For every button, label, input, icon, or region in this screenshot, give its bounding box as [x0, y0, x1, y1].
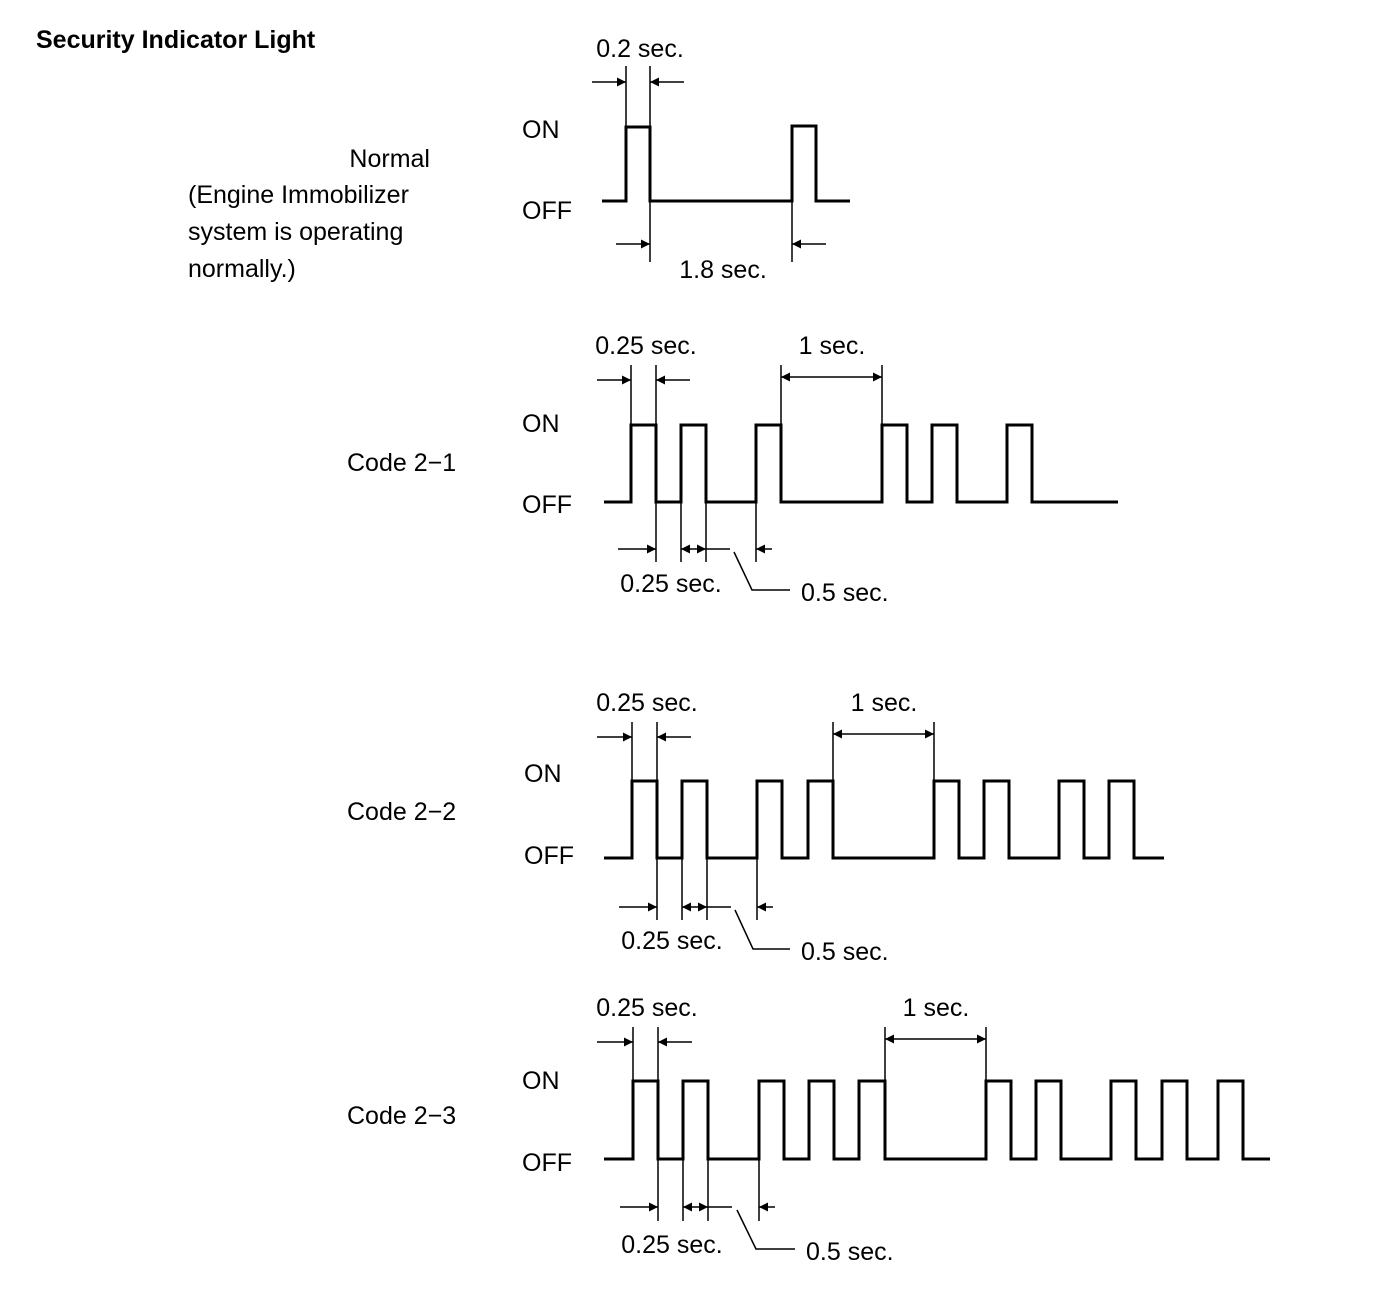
section-code-2-1: Code 2−1 ON OFF 0.25 sec. 1 sec. 0.25 se… [347, 332, 1118, 607]
code-2-3-waveform [604, 1079, 1270, 1161]
code-2-3-label: Code 2−3 [347, 1102, 456, 1130]
off-label: OFF [522, 491, 572, 519]
code-2-2-label: Code 2−2 [347, 798, 456, 826]
dim-label-0-2: 0.2 sec. [596, 35, 684, 63]
dim-label-gap: 1 sec. [851, 689, 918, 717]
normal-waveform [602, 124, 850, 203]
on-label: ON [522, 1067, 560, 1095]
diagram-title: Security Indicator Light [36, 26, 316, 54]
normal-desc-line-2: system is operating [188, 218, 403, 246]
off-label: OFF [522, 1149, 572, 1177]
normal-desc-line-3: normally.) [188, 255, 296, 283]
leader-line [733, 551, 790, 591]
dim-label-on: 0.25 sec. [596, 689, 697, 717]
normal-label: Normal [349, 145, 430, 173]
normal-desc-line-1: (Engine Immobilizer [188, 181, 409, 209]
dim-label-on: 0.25 sec. [595, 332, 696, 360]
code-2-1-label: Code 2−1 [347, 449, 456, 477]
dim-label-gap: 1 sec. [799, 332, 866, 360]
code-2-1-waveform [604, 423, 1118, 504]
dim-label-on: 0.25 sec. [596, 994, 697, 1022]
on-label: ON [524, 760, 562, 788]
section-code-2-3: Code 2−3 ON OFF 0.25 sec. 1 sec. 0.25 se… [347, 994, 1270, 1266]
dim-label-off: 0.25 sec. [620, 570, 721, 598]
dim-label-long-off: 0.5 sec. [801, 579, 889, 607]
off-label: OFF [524, 842, 574, 870]
code-2-2-waveform [604, 779, 1164, 860]
dim-label-off: 0.25 sec. [621, 1231, 722, 1259]
dim-label-gap: 1 sec. [903, 994, 970, 1022]
dim-label-1-8: 1.8 sec. [679, 256, 767, 284]
section-code-2-2: Code 2−2 ON OFF 0.25 sec. 1 sec. 0.25 se… [347, 689, 1164, 966]
dim-label-long-off: 0.5 sec. [801, 938, 889, 966]
off-label: OFF [522, 197, 572, 225]
leader-line [736, 1209, 795, 1250]
section-normal: Normal (Engine Immobilizer system is ope… [188, 35, 850, 284]
on-label: ON [522, 410, 560, 438]
leader-line [734, 909, 790, 950]
dim-label-off: 0.25 sec. [621, 927, 722, 955]
dim-label-long-off: 0.5 sec. [806, 1238, 894, 1266]
on-label: ON [522, 116, 560, 144]
